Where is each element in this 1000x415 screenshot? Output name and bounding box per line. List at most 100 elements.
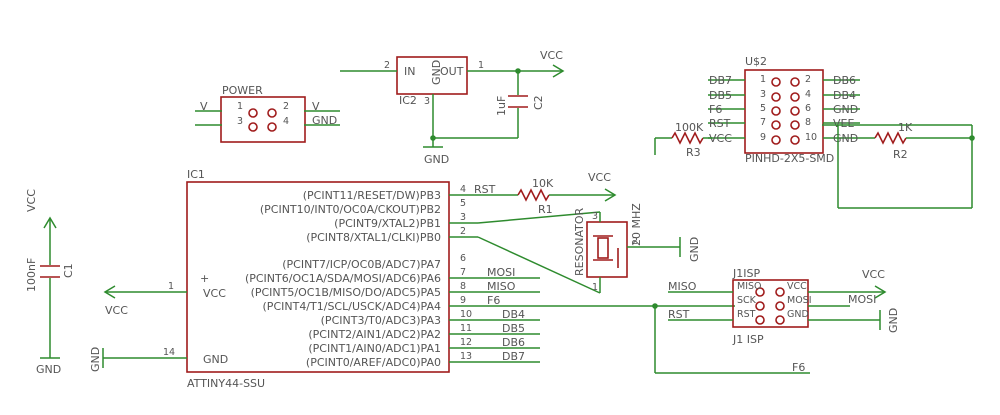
- isp-f6-junction: [652, 303, 658, 309]
- r3-name: R3: [686, 146, 701, 159]
- power-connector: POWER 1 2 3 4 V V GND: [195, 84, 340, 143]
- power-pad-1: [248, 108, 258, 118]
- power-net-v-right: V: [312, 100, 320, 113]
- ic1-gnd-num: 14: [163, 347, 175, 358]
- r2-junction: [969, 135, 975, 141]
- ic1-plus: +: [200, 272, 209, 285]
- c1-vcc-net: VCC: [25, 189, 38, 212]
- ic1-pin-label: (PCINT0/AREF/ADC0)PA0: [306, 356, 441, 369]
- c2-value: 1uF: [495, 96, 508, 116]
- ic1-net-label: MISO: [487, 280, 516, 293]
- ic1-gnd-pin: GND: [203, 353, 228, 366]
- ic1-pins: (PCINT11/RESET/DW)PB3 4 (PCINT10/INT0/OC0A…: [245, 184, 472, 369]
- power-pad-4: [267, 122, 277, 132]
- header-left-pin: 9: [760, 132, 766, 143]
- ic1-pin-label: (PCINT4/T1/SCL/USCK/ADC4)PA4: [263, 300, 441, 313]
- ic1-pin-number: 7: [460, 267, 466, 278]
- r3-body: [671, 131, 704, 145]
- ic1-net-label: F6: [487, 294, 500, 307]
- header-right-net: GND: [833, 132, 858, 145]
- ic1-pin-number: 6: [460, 253, 466, 264]
- header-part: PINHD-2X5-SMD: [745, 152, 834, 165]
- ic1-pin-label: (PCINT1/AIN0/ADC1)PA1: [308, 342, 441, 355]
- ic1-pin-label: (PCINT3/T0/ADC3)PA3: [321, 314, 441, 327]
- isp-vcc-arrow: [874, 285, 887, 299]
- r1-vcc-net: VCC: [588, 171, 611, 184]
- ic2-gnd-label: GND: [430, 60, 443, 85]
- isp-pad-right: [775, 315, 785, 325]
- ic2-in-label: IN: [404, 65, 415, 78]
- r1-value: 10K: [532, 177, 554, 190]
- c2-name: C2: [532, 95, 545, 110]
- ic2-out-label: OUT: [440, 65, 464, 78]
- ic2-gnd-net: GND: [424, 153, 449, 166]
- power-net-gnd: GND: [312, 114, 337, 127]
- isp-pad-left: [755, 315, 765, 325]
- power-pin-3: 3: [237, 116, 243, 127]
- header-left-net: DB7: [709, 74, 732, 87]
- isp-pin-right: GND: [787, 309, 809, 320]
- ic1-pin-number: 11: [460, 323, 472, 334]
- isp-net-vcc: VCC: [862, 268, 885, 281]
- power-pin-4: 4: [283, 116, 289, 127]
- ic2-pin-gnd: 3: [424, 96, 430, 107]
- ic2-junction-out: [515, 68, 521, 74]
- header-left-net: VCC: [709, 132, 732, 145]
- power-net-v-left: V: [200, 100, 208, 113]
- ic1-pin-number: 4: [460, 184, 466, 195]
- isp-net-miso: MISO: [668, 280, 697, 293]
- header-left-net: DB5: [709, 89, 732, 102]
- c1-gnd-net: GND: [36, 363, 61, 376]
- header-right-net: VEE: [833, 117, 854, 130]
- pb1-to-resonator: [477, 211, 601, 224]
- ic2-vcc-net: VCC: [540, 49, 563, 62]
- pb0-to-resonator: [477, 236, 601, 294]
- header-left-pin: 5: [760, 103, 766, 114]
- r1-vcc-arrow: [604, 188, 617, 202]
- resonator: RESONATOR 20 MHZ 3 1 2 GND: [573, 203, 701, 293]
- ic2-body: [396, 56, 468, 95]
- ic1-part: ATTINY44-SSU: [187, 377, 265, 390]
- r2-value: 1K: [898, 121, 913, 134]
- c1-vcc-arrow: [43, 216, 57, 229]
- resonator-pin2: 2: [632, 236, 638, 247]
- ic1-net-label: DB4: [502, 308, 525, 321]
- header-right-pin: 8: [805, 117, 811, 128]
- ic1-vcc-net: VCC: [105, 304, 128, 317]
- ic1-pin-label: (PCINT6/OC1A/SDA/MOSI/ADC6)PA6: [245, 272, 441, 285]
- ic1-body: [186, 181, 450, 373]
- r2-body: [874, 131, 907, 145]
- ic1-pin-label: (PCINT11/RESET/DW)PB3: [303, 189, 441, 202]
- header-pad-right: [790, 92, 800, 102]
- ic1-vcc-arrow: [103, 285, 116, 299]
- header-body: [744, 69, 824, 154]
- ic1-pin-label: (PCINT9/XTAL2)PB1: [334, 217, 441, 230]
- header-left-pin: 3: [760, 89, 766, 100]
- header-right-pin: 2: [805, 74, 811, 85]
- c1-name: C1: [62, 263, 75, 278]
- isp-pin-left: MISO: [737, 281, 762, 292]
- ic1-pin-number: 5: [460, 198, 466, 209]
- ic1-vcc-num: 1: [168, 281, 174, 292]
- ic1-name: IC1: [187, 168, 205, 181]
- resonator-body: [586, 221, 628, 278]
- power-body: [220, 96, 306, 143]
- power-pad-2: [267, 108, 277, 118]
- ic1-pin-label: (PCINT8/XTAL1/CLKI)PB0: [306, 231, 441, 244]
- ic1-pin-label: (PCINT10/INT0/OC0A/CKOUT)PB2: [260, 203, 441, 216]
- regulator-ic2: IN OUT GND IC2 2 1 3 VCC GND 1uF C2: [340, 49, 565, 166]
- microcontroller-ic1: IC1 ATTINY44-SSU + VCC GND VCC 1 GND 14 …: [89, 168, 735, 390]
- power-name: POWER: [222, 84, 263, 97]
- header-pad-right: [790, 135, 800, 145]
- ic1-pin-number: 13: [460, 351, 472, 362]
- ic1-net-label: DB7: [502, 350, 525, 363]
- header-pad-left: [771, 92, 781, 102]
- r1-body: [517, 188, 550, 202]
- r3-value: 100K: [675, 121, 704, 134]
- ic1-net-label: DB6: [502, 336, 525, 349]
- ic2-pin-out: 1: [478, 60, 484, 71]
- ic1-pin-number: 12: [460, 337, 472, 348]
- ic1-gnd-net: GND: [89, 347, 102, 372]
